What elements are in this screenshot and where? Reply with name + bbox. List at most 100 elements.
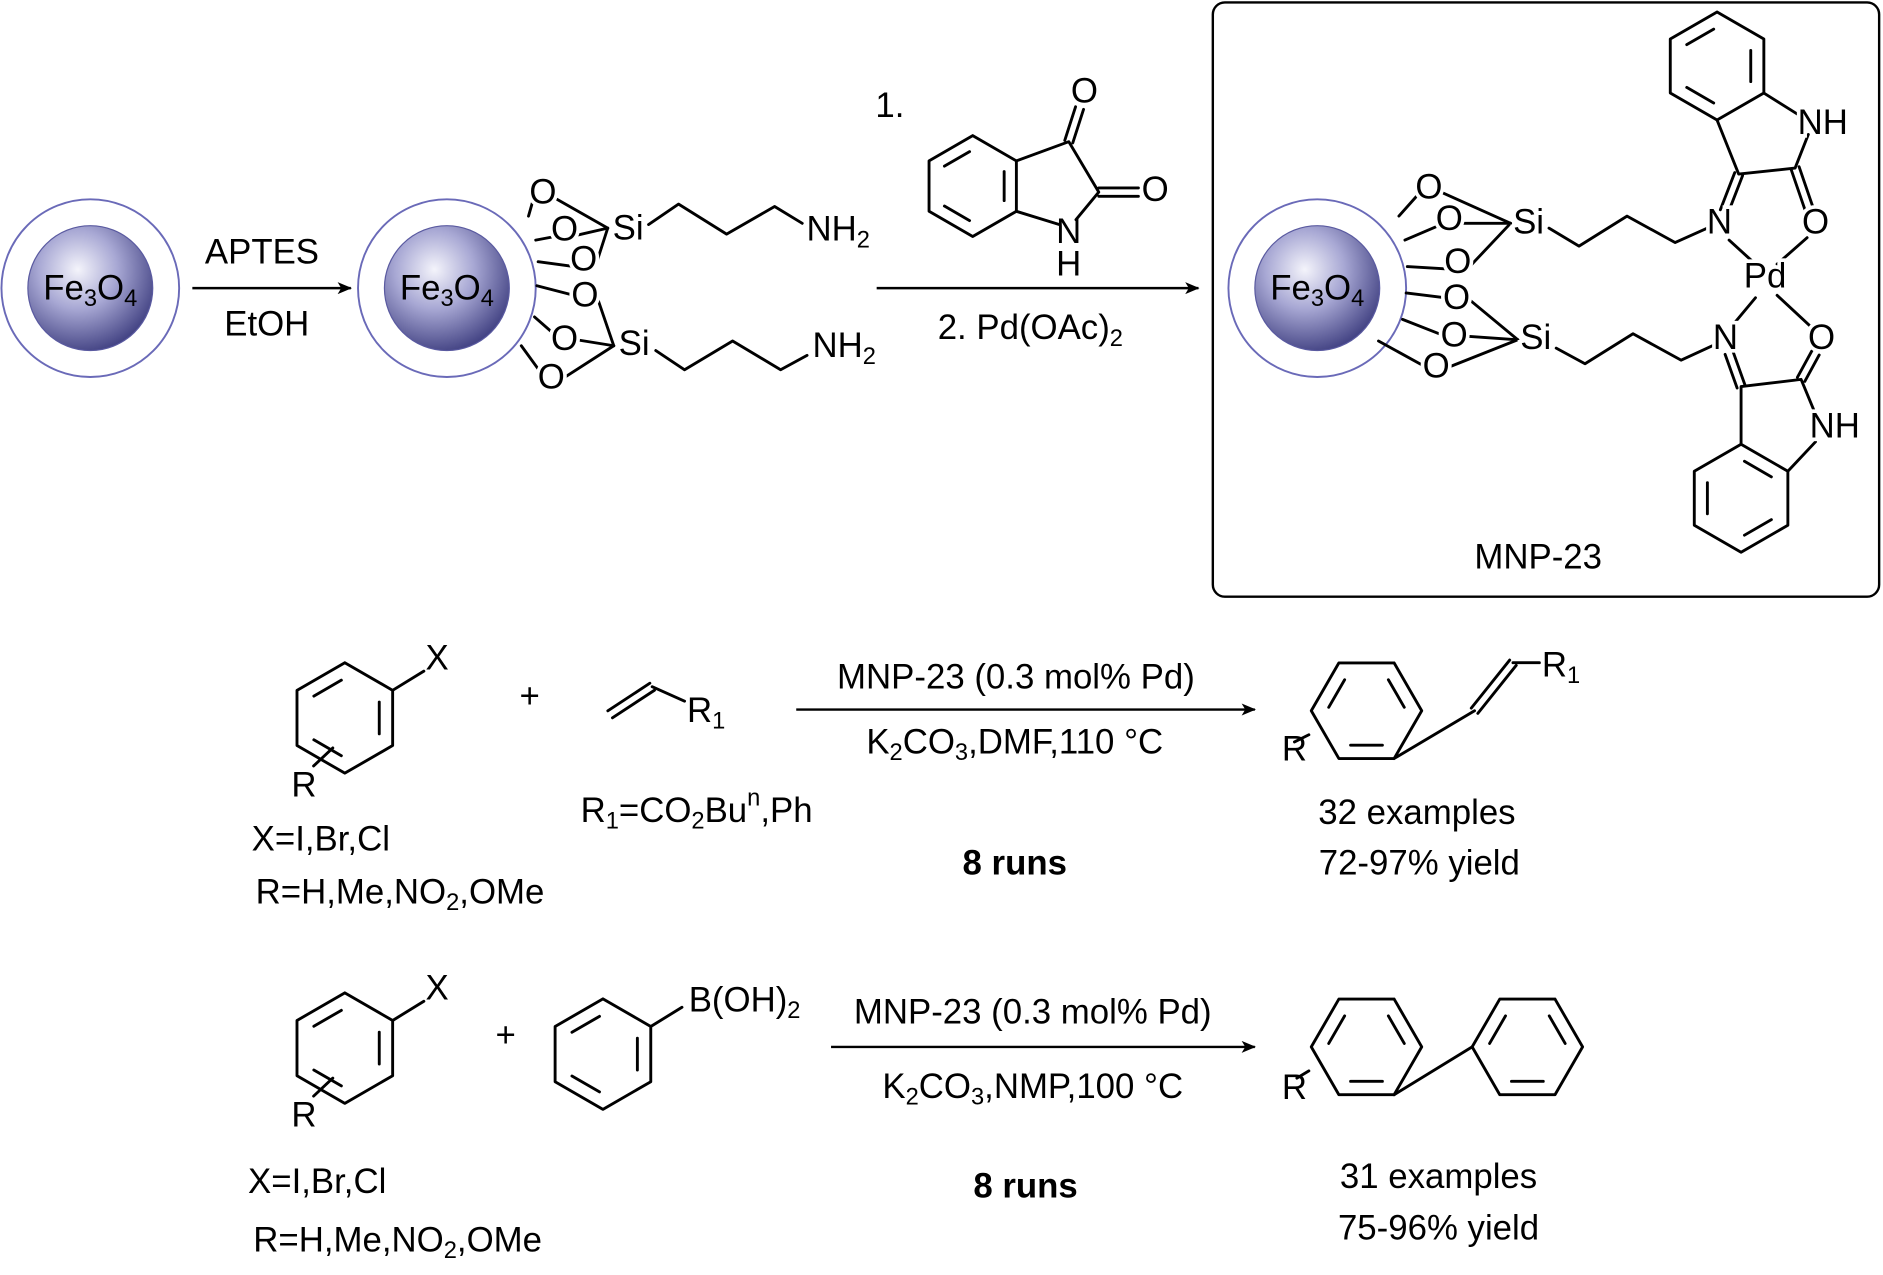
text-segment: CO: [919, 1067, 971, 1106]
bare-nanoparticle-label: Fe3O4: [43, 269, 137, 313]
upper-benzene-double-bond: [1685, 85, 1716, 105]
biphenyl-aryl-double-bond: [1386, 1014, 1406, 1045]
upper-imine-bond: [1718, 171, 1737, 212]
text-segment: H: [1056, 245, 1081, 284]
text-segment: 3: [84, 286, 97, 312]
surface-o-bond: [533, 315, 556, 336]
biphenyl-phenyl-double-bond: [1547, 1014, 1567, 1045]
step-1-label: 1.: [875, 86, 904, 125]
text-segment: X: [425, 969, 448, 1008]
amine-nanoparticle-label: Fe3O4: [400, 269, 494, 313]
text-segment: Fe: [1270, 269, 1311, 308]
text-segment: 3: [955, 740, 968, 766]
lower-carbonyl-bond: [1803, 353, 1821, 383]
text-segment: Bu: [705, 791, 748, 830]
text-segment: EtOH: [224, 305, 309, 344]
text-segment: R: [581, 791, 606, 830]
isatin-ring: [1014, 140, 1101, 222]
text-segment: NH: [813, 326, 863, 365]
text-segment: Fe: [43, 269, 84, 308]
r-definition: R=H,Me,NO2,OMe: [256, 873, 545, 917]
o-si-bond: [595, 295, 616, 348]
amine-group: NH2: [813, 326, 876, 370]
text-segment: 1: [712, 709, 725, 735]
x-definition: X=I,Br,Cl: [252, 820, 390, 859]
oxygen-atom: O: [1415, 168, 1442, 207]
o-pd-bond: [1775, 236, 1809, 266]
catalyst-nanoparticle-core: [1254, 225, 1381, 352]
alkene-r1: R1: [687, 691, 725, 735]
text-segment: +: [496, 1015, 516, 1054]
text-segment: O: [1423, 347, 1450, 386]
text-segment: O: [1142, 170, 1169, 209]
reagent-aptes: APTES: [205, 233, 319, 272]
step-2-label: 2. Pd(OAc)2: [938, 308, 1123, 352]
o-si-bond: [553, 196, 610, 230]
surface-o-bond: [519, 344, 542, 374]
text-segment: N: [1713, 318, 1738, 357]
upper-carbonyl-bond: [1789, 168, 1807, 213]
suzuki-yield: 75-96% yield: [1338, 1209, 1539, 1248]
substituent-r: R: [291, 766, 316, 805]
text-segment: ,DMF,110 °C: [968, 723, 1163, 762]
text-segment: Si: [1520, 318, 1551, 357]
oxygen-atom: O: [571, 276, 598, 315]
text-segment: R: [291, 766, 316, 805]
text-segment: ,Ph: [760, 791, 812, 830]
heck-yield: 72-97% yield: [1319, 844, 1520, 883]
biphenyl-phenyl-double-bond: [1488, 1014, 1507, 1045]
text-segment: 2: [691, 809, 704, 835]
text-segment: NH: [1798, 103, 1848, 142]
stilbene-aryl-double-bond: [1327, 678, 1347, 709]
text-segment: 4: [1351, 286, 1364, 312]
upper-benzene-double-bond: [1685, 27, 1716, 47]
heck-conditions: K2CO3,DMF,110 °C: [866, 723, 1163, 767]
oxygen-atom: O: [1423, 347, 1450, 386]
upper-pyrrole-ring: [1762, 91, 1803, 118]
text-segment: X=I,Br,Cl: [252, 820, 390, 859]
bare-nanoparticle-core: [27, 225, 154, 352]
x-definition: X=I,Br,Cl: [248, 1162, 386, 1201]
aryl-halide-double-bond: [312, 738, 343, 758]
text-segment: 8 runs: [973, 1167, 1077, 1206]
text-segment: O: [97, 269, 124, 308]
oxygen-atom: O: [538, 358, 565, 397]
o-si-bond: [594, 226, 610, 267]
o-si-bond: [1468, 221, 1513, 268]
text-segment: 3: [1311, 286, 1324, 312]
upper-pyrrole-ring: [1715, 118, 1810, 176]
propyl-chain-lower: [654, 339, 809, 372]
boronic-acid-group: B(OH)2: [689, 981, 801, 1025]
imine-nitrogen: N: [1713, 318, 1738, 357]
surface-o-bond: [536, 260, 576, 268]
styryl-bond: [1392, 709, 1476, 761]
text-segment: 3: [440, 286, 453, 312]
indole-nh: NH: [1810, 407, 1860, 446]
text-segment: ,OMe: [459, 873, 544, 912]
text-segment: O: [1441, 316, 1468, 355]
phenylboronic-acid-double-bond: [570, 1014, 601, 1034]
solvent-etoh: EtOH: [224, 305, 309, 344]
lower-imine-bond: [1731, 350, 1747, 387]
text-segment: K: [882, 1067, 905, 1106]
carbonyl-oxygen: O: [1802, 203, 1829, 242]
heck-recycle-runs: 8 runs: [963, 844, 1067, 883]
text-segment: R=H,Me,NO: [256, 873, 446, 912]
text-segment: O: [1436, 199, 1463, 238]
isatin-oxygen: O: [1071, 72, 1098, 111]
text-segment: 8 runs: [963, 844, 1067, 883]
text-segment: ,NMP,100 °C: [984, 1067, 1183, 1106]
carbonyl-oxygen: O: [1808, 318, 1835, 357]
lower-carbonyl-bond: [1795, 349, 1814, 379]
text-segment: NH: [807, 210, 857, 249]
r-substituent-bond: [312, 746, 335, 768]
silicon-atom: Si: [1513, 203, 1544, 242]
text-segment: ,OMe: [457, 1221, 542, 1260]
o-si-bond: [1467, 297, 1520, 342]
isatin-hydrogen: H: [1056, 245, 1081, 284]
vinyl-bond: [650, 685, 687, 703]
text-segment: O: [1443, 278, 1470, 317]
text-segment: R: [1542, 646, 1567, 685]
silicon-atom: Si: [613, 209, 644, 248]
text-segment: 2: [446, 890, 459, 916]
